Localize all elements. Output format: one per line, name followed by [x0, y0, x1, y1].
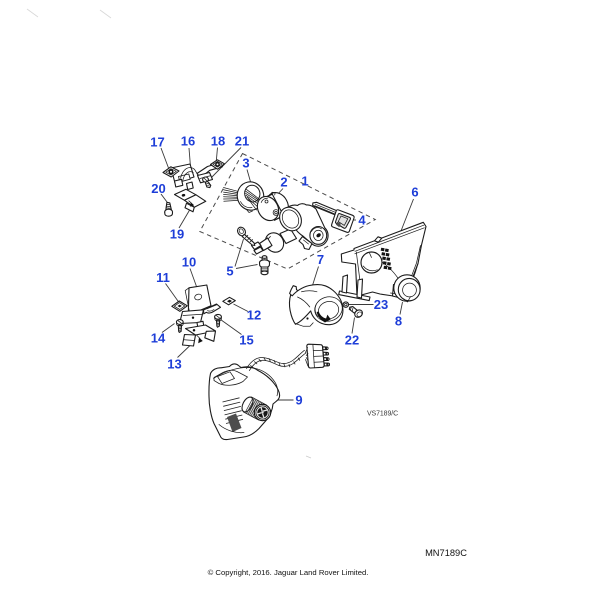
svg-text:4: 4 [358, 213, 366, 228]
svg-text:11: 11 [156, 270, 170, 285]
svg-text:10: 10 [182, 255, 196, 270]
svg-text:17: 17 [150, 135, 164, 150]
svg-text:23: 23 [374, 297, 388, 312]
svg-text:6: 6 [411, 185, 418, 200]
svg-text:© Copyright, 2016. Jaguar Land: © Copyright, 2016. Jaguar Land Rover Lim… [208, 568, 369, 577]
svg-text:7: 7 [317, 252, 324, 267]
svg-text:2: 2 [280, 175, 287, 190]
svg-text:14: 14 [151, 331, 166, 346]
svg-text:16: 16 [181, 134, 195, 149]
svg-text:20: 20 [151, 181, 165, 196]
svg-text:8: 8 [395, 314, 402, 329]
svg-text:3: 3 [242, 156, 249, 171]
svg-text:13: 13 [167, 357, 181, 372]
svg-text:9: 9 [295, 393, 302, 408]
svg-text:VS7189/C: VS7189/C [367, 411, 398, 418]
svg-text:19: 19 [170, 227, 184, 242]
svg-text:21: 21 [235, 134, 249, 149]
svg-text:5: 5 [226, 264, 233, 279]
svg-text:15: 15 [239, 333, 253, 348]
svg-text:18: 18 [211, 134, 225, 149]
svg-text:12: 12 [247, 308, 261, 323]
svg-text:1: 1 [301, 174, 308, 189]
svg-text:MN7189C: MN7189C [425, 548, 467, 558]
svg-text:22: 22 [345, 333, 359, 348]
